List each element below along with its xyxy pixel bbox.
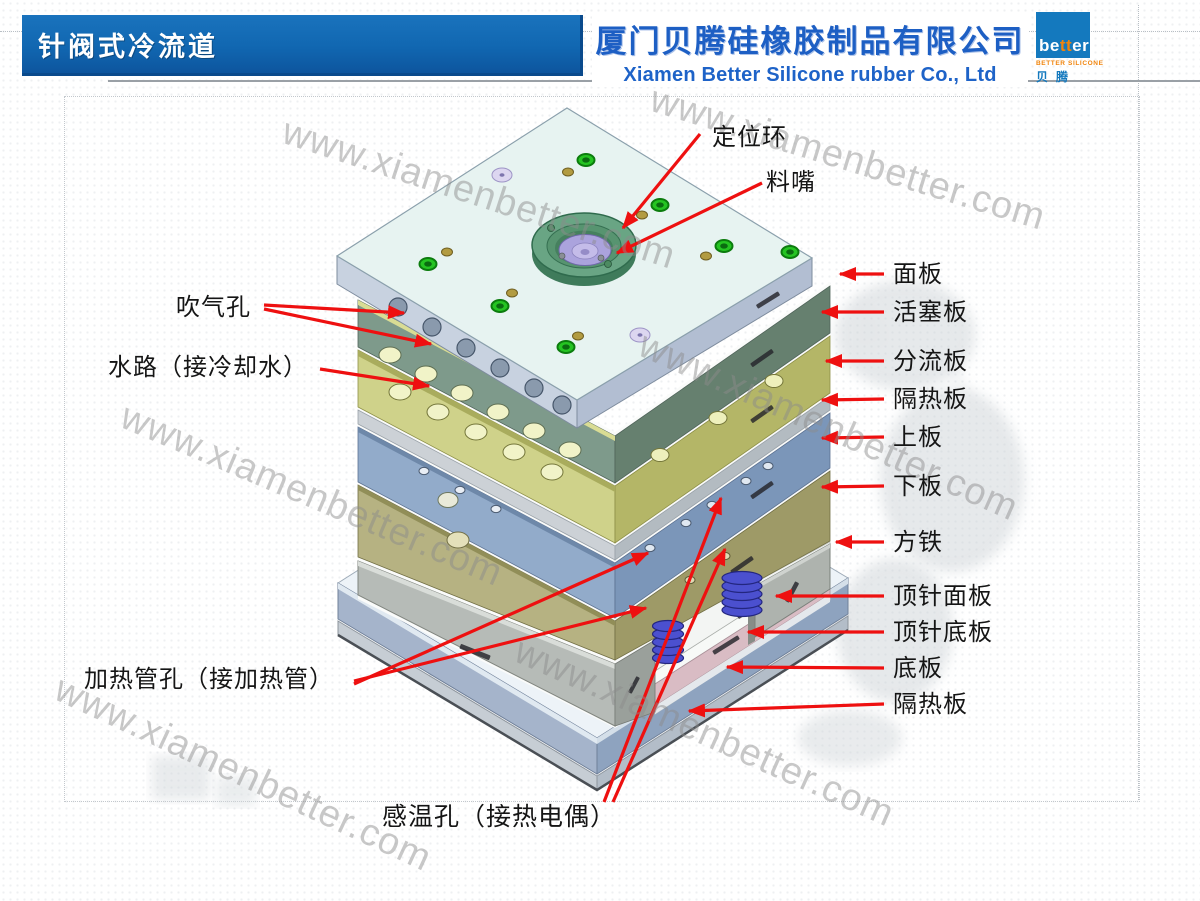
watermark: www.xiamenbetter.com xyxy=(47,668,438,880)
content-frame xyxy=(64,96,1140,802)
callout-lower-plate: 下板 xyxy=(893,473,943,500)
company-logo: better BETTER SILICONE 贝腾 xyxy=(1036,12,1106,85)
spacer-block-left-side xyxy=(614,639,656,727)
bronze-screws xyxy=(441,167,712,341)
slide-title: 针阀式冷流道 xyxy=(38,31,218,62)
callout-spacer-block: 方铁 xyxy=(893,529,943,556)
callout-heater-hole: 加热管孔（接加热管） xyxy=(84,666,334,693)
callout-upper-plate: 上板 xyxy=(893,424,943,451)
locating-ring xyxy=(531,212,637,286)
top-plate-screws xyxy=(418,153,800,354)
callout-face-plate: 面板 xyxy=(893,261,943,288)
logo-square: better xyxy=(1036,12,1090,58)
right-dotted-line xyxy=(1138,5,1139,800)
logo-wordmark: better xyxy=(1039,36,1090,55)
callout-arrows xyxy=(263,132,885,803)
callout-nozzle: 料嘴 xyxy=(766,169,816,196)
callout-air-blow-hole: 吹气孔 xyxy=(176,294,251,321)
callout-insulation-plate-bottom: 隔热板 xyxy=(893,691,968,718)
company-name-cn: 厦门贝腾硅橡胶制品有限公司 xyxy=(595,24,1025,59)
callout-ejector-retainer-plate: 顶针面板 xyxy=(893,583,993,610)
callout-ejector-base-plate: 顶针底板 xyxy=(893,619,993,646)
callout-insulation-plate-upper: 隔热板 xyxy=(893,386,968,413)
logo-cn: 贝腾 xyxy=(1036,70,1077,84)
callout-water-channel: 水路（接冷却水） xyxy=(108,354,308,381)
insulation-plate-mid xyxy=(357,395,831,561)
face-plate xyxy=(335,107,814,429)
guide-pin-holes xyxy=(491,167,651,343)
callout-piston-plate: 活塞板 xyxy=(893,299,968,326)
company-name-en: Xiamen Better Silicone rubber Co., Ltd xyxy=(623,64,997,86)
callout-thermocouple-hole: 感温孔（接热电偶） xyxy=(382,803,617,831)
logo-tagline: BETTER SILICONE xyxy=(1036,60,1104,67)
upper-plate xyxy=(357,412,831,619)
callout-locating-ring: 定位环 xyxy=(712,124,787,151)
callout-bottom-plate: 底板 xyxy=(893,655,943,682)
title-bar: 针阀式冷流道 xyxy=(22,15,583,76)
callout-manifold-plate: 分流板 xyxy=(893,348,968,375)
company-block: 厦门贝腾硅橡胶制品有限公司 Xiamen Better Silicone rub… xyxy=(592,16,1028,87)
return-springs xyxy=(651,570,763,665)
